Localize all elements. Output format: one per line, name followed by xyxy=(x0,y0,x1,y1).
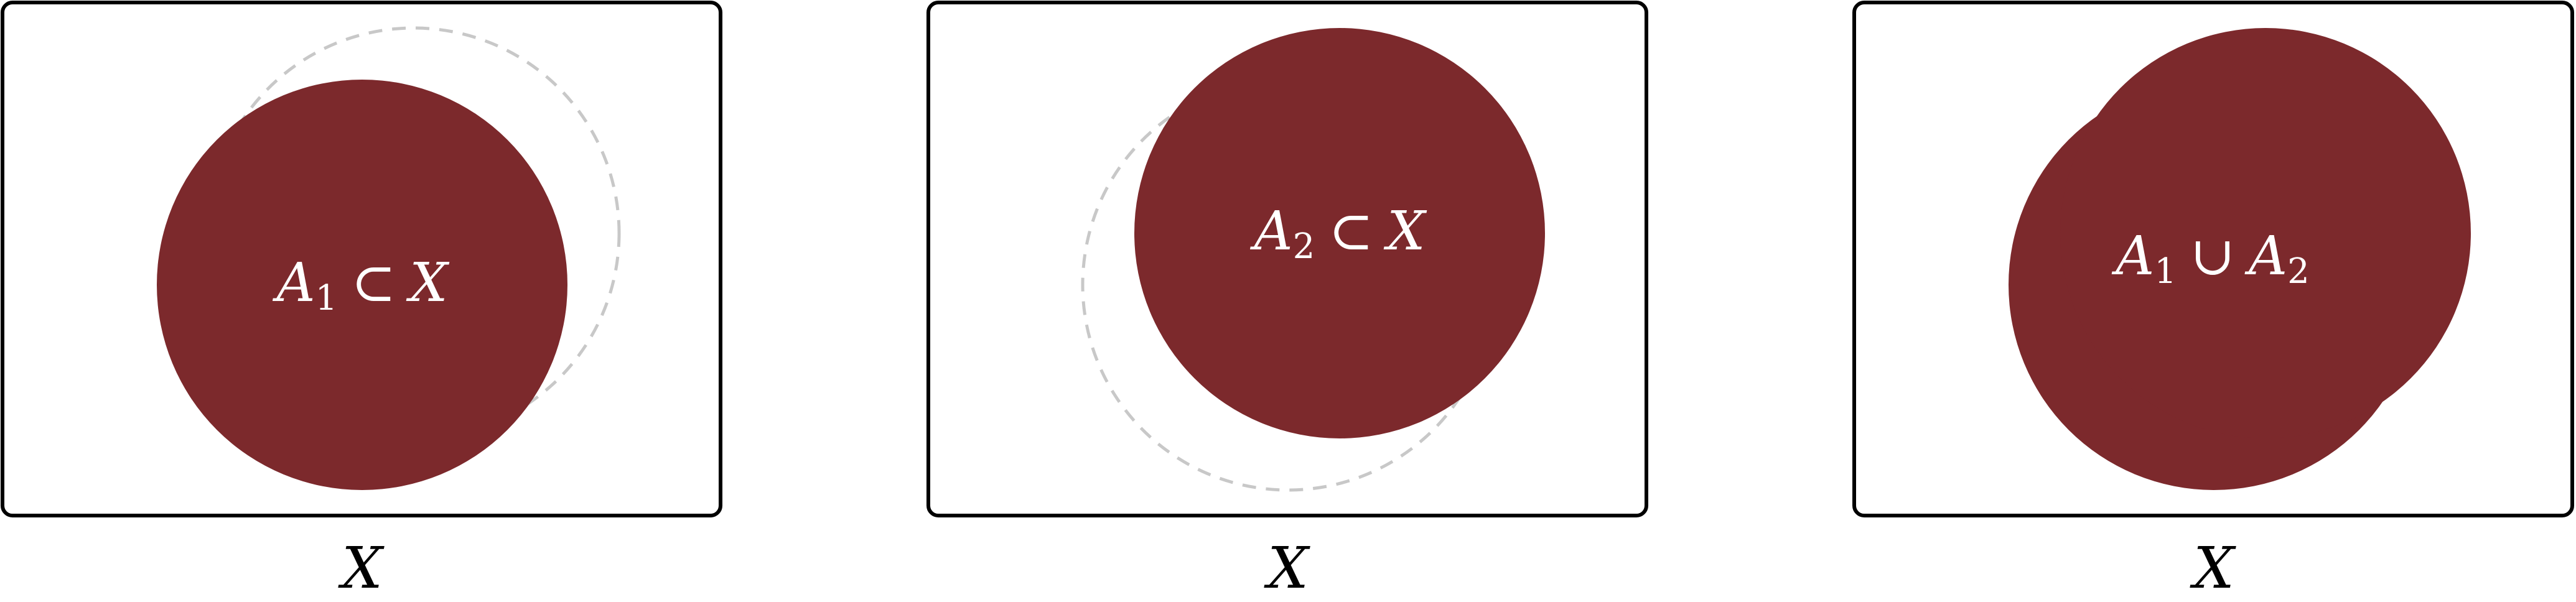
subset-operator: ⊂ xyxy=(1328,200,1374,262)
set-index: 1 xyxy=(2154,251,2177,292)
universe-caption: X xyxy=(342,535,383,601)
panel-2-diagram xyxy=(926,1,1648,517)
panel-a2-subset: A2⊂X X xyxy=(926,0,1650,602)
set-a2-circle xyxy=(1134,28,1545,438)
universe-name: X xyxy=(1387,200,1426,262)
panel-a1-subset: A1⊂X X xyxy=(0,0,724,602)
set-name: A xyxy=(2249,225,2288,287)
subset-operator: ⊂ xyxy=(351,252,396,314)
union-operator: ∪ xyxy=(2190,225,2236,287)
universe-caption: X xyxy=(2193,535,2234,601)
universe-caption: X xyxy=(1267,535,1309,601)
set-index: 2 xyxy=(2287,251,2310,292)
set-label-a2-subset-x: A2⊂X xyxy=(1254,205,1425,264)
set-label-union: A1∪A2 xyxy=(2116,229,2310,289)
panel-1-diagram xyxy=(1,1,722,517)
set-name: A xyxy=(276,252,315,314)
universe-name: X xyxy=(409,252,448,314)
set-name: A xyxy=(2116,225,2155,287)
set-index: 1 xyxy=(315,278,338,318)
set-label-a1-subset-x: A1⊂X xyxy=(276,256,447,316)
set-index: 2 xyxy=(1292,226,1315,267)
panel-union: A1∪A2 X xyxy=(1852,0,2576,602)
set-a1-circle xyxy=(157,80,567,490)
set-a2-circle xyxy=(2060,28,2471,438)
panel-3-diagram xyxy=(1852,1,2574,517)
set-name: A xyxy=(1254,200,1293,262)
